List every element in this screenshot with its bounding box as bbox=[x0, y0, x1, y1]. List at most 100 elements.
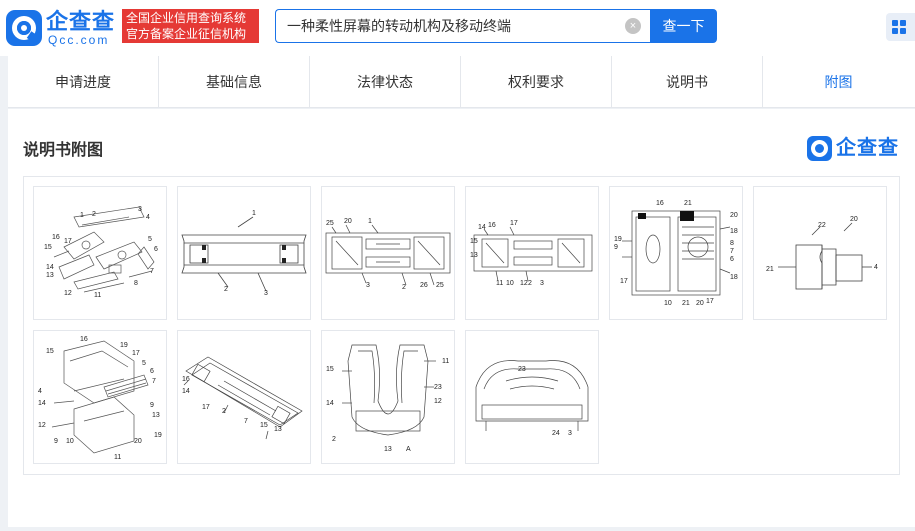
figure-callout-label: 17 bbox=[620, 278, 628, 285]
figure-callout-label: 2 bbox=[528, 280, 532, 287]
figure-callout-label: 20 bbox=[850, 216, 858, 223]
figure-callout-label: 19 bbox=[154, 432, 162, 439]
figure-callout-label: 20 bbox=[730, 212, 738, 219]
qcc-logo[interactable]: 企查查 Qcc.com bbox=[6, 10, 118, 46]
figure-callout-label: 16 bbox=[52, 234, 60, 241]
figure-callout-label: 17 bbox=[132, 350, 140, 357]
apps-grid-icon[interactable] bbox=[886, 13, 915, 41]
figure-callout-label: 14 bbox=[46, 264, 54, 271]
figure-callout-label: 6 bbox=[154, 246, 158, 253]
figure-thumbnail[interactable]: 22 20 21 4 bbox=[753, 186, 887, 320]
figure-callout-label: 9 bbox=[150, 402, 154, 409]
figure-callout-label: 14 bbox=[326, 400, 334, 407]
section-title: 说明书附图 bbox=[23, 142, 104, 159]
figure-callout-label: 2 bbox=[222, 408, 226, 415]
figure-callout-label: 18 bbox=[730, 274, 738, 281]
figure-callout-label: 9 bbox=[614, 244, 618, 251]
clear-icon[interactable]: × bbox=[625, 18, 641, 34]
official-badge: 全国企业信用查询系统 官方备案企业征信机构 bbox=[122, 9, 259, 43]
figure-callout-label: 16 bbox=[182, 376, 190, 383]
figure-callout-label: 11 bbox=[442, 358, 449, 365]
figure-callout-label: 12 bbox=[434, 398, 442, 405]
figure-callout-label: 21 bbox=[766, 266, 774, 273]
tab-description[interactable]: 说明书 bbox=[612, 56, 763, 108]
figure-callout-label: 12 bbox=[38, 422, 46, 429]
figure-callout-label: 3 bbox=[540, 280, 544, 287]
figure-callout-label: 17 bbox=[706, 298, 714, 305]
figure-callout-label: 20 bbox=[134, 438, 142, 445]
figure-callout-label: 4 bbox=[874, 264, 878, 271]
figure-callout-label: 13 bbox=[274, 426, 282, 433]
figure-callout-label: 4 bbox=[146, 214, 150, 221]
figure-callout-label: 16 bbox=[656, 200, 664, 207]
figure-drawing: 123 bbox=[181, 210, 307, 297]
figure-callout-label: 10 bbox=[66, 438, 74, 445]
figure-callout-label: 6 bbox=[150, 368, 154, 375]
figure-callout-label: 2 bbox=[402, 284, 406, 291]
figure-callout-label: 23 bbox=[434, 384, 442, 391]
figure-callout-label: 15 bbox=[46, 348, 54, 355]
qcc-logo-icon bbox=[6, 10, 42, 46]
figure-callout-label: 7 bbox=[244, 418, 248, 425]
brand-logo: 企查查 bbox=[807, 136, 901, 162]
figure-callout-label: 13 bbox=[152, 412, 160, 419]
figure-callout-label: 24 bbox=[552, 430, 560, 437]
tab-legal-status[interactable]: 法律状态 bbox=[310, 56, 461, 108]
figure-callout-label: 19 bbox=[614, 236, 622, 243]
figure-callout-label: 15 bbox=[470, 238, 478, 245]
figure-callout-label: 20 bbox=[696, 300, 704, 307]
figure-callout-label: 8 bbox=[730, 240, 734, 247]
figure-callout-label: 13 bbox=[470, 252, 478, 259]
figure-callout-label: 11 bbox=[114, 454, 121, 461]
figure-callout-label: 3 bbox=[138, 206, 142, 213]
figure-callout-label: 11 bbox=[496, 280, 503, 287]
logo-domain: Qcc.com bbox=[48, 33, 110, 47]
figure-callout-label: 7 bbox=[730, 248, 734, 255]
detail-tabs: 申请进度 基础信息 法律状态 权利要求 说明书 附图 bbox=[8, 56, 915, 108]
figure-callout-label: 1 bbox=[252, 210, 256, 217]
badge-line-1: 全国企业信用查询系统 bbox=[126, 11, 247, 25]
figure-callout-label: 25 bbox=[436, 282, 444, 289]
figure-callout-label: A bbox=[406, 446, 411, 453]
figure-callout-label: 14 bbox=[182, 388, 190, 395]
tab-progress[interactable]: 申请进度 bbox=[8, 56, 159, 108]
tab-claims[interactable]: 权利要求 bbox=[461, 56, 612, 108]
figure-callout-label: 16 bbox=[80, 336, 88, 343]
qcc-brand-icon bbox=[807, 136, 832, 161]
figure-callout-label: 22 bbox=[818, 222, 826, 229]
figure-callout-label: 21 bbox=[684, 200, 692, 207]
figure-callout-label: 19 bbox=[120, 342, 128, 349]
search-input[interactable] bbox=[275, 9, 650, 43]
figure-callout-label: 2 bbox=[224, 286, 228, 293]
search-button[interactable]: 查一下 bbox=[650, 9, 717, 43]
figure-callout-label: 8 bbox=[134, 280, 138, 287]
figure-callout-label: 7 bbox=[150, 268, 154, 275]
logo-name: 企查查 bbox=[46, 9, 116, 34]
tab-basic-info[interactable]: 基础信息 bbox=[159, 56, 310, 108]
tab-figures[interactable]: 附图 bbox=[824, 74, 853, 90]
search-bar: × 查一下 bbox=[275, 9, 717, 43]
figure-callout-label: 20 bbox=[344, 218, 352, 225]
figure-callout-label: 7 bbox=[152, 378, 156, 385]
figure-callout-label: 4 bbox=[38, 388, 42, 395]
figure-callout-label: 17 bbox=[202, 404, 210, 411]
figure-callout-label: 3 bbox=[568, 430, 572, 437]
figure-callout-label: 13 bbox=[46, 272, 54, 279]
figure-callout-label: 12 bbox=[64, 290, 72, 297]
brand-name: 企查查 bbox=[836, 137, 899, 159]
